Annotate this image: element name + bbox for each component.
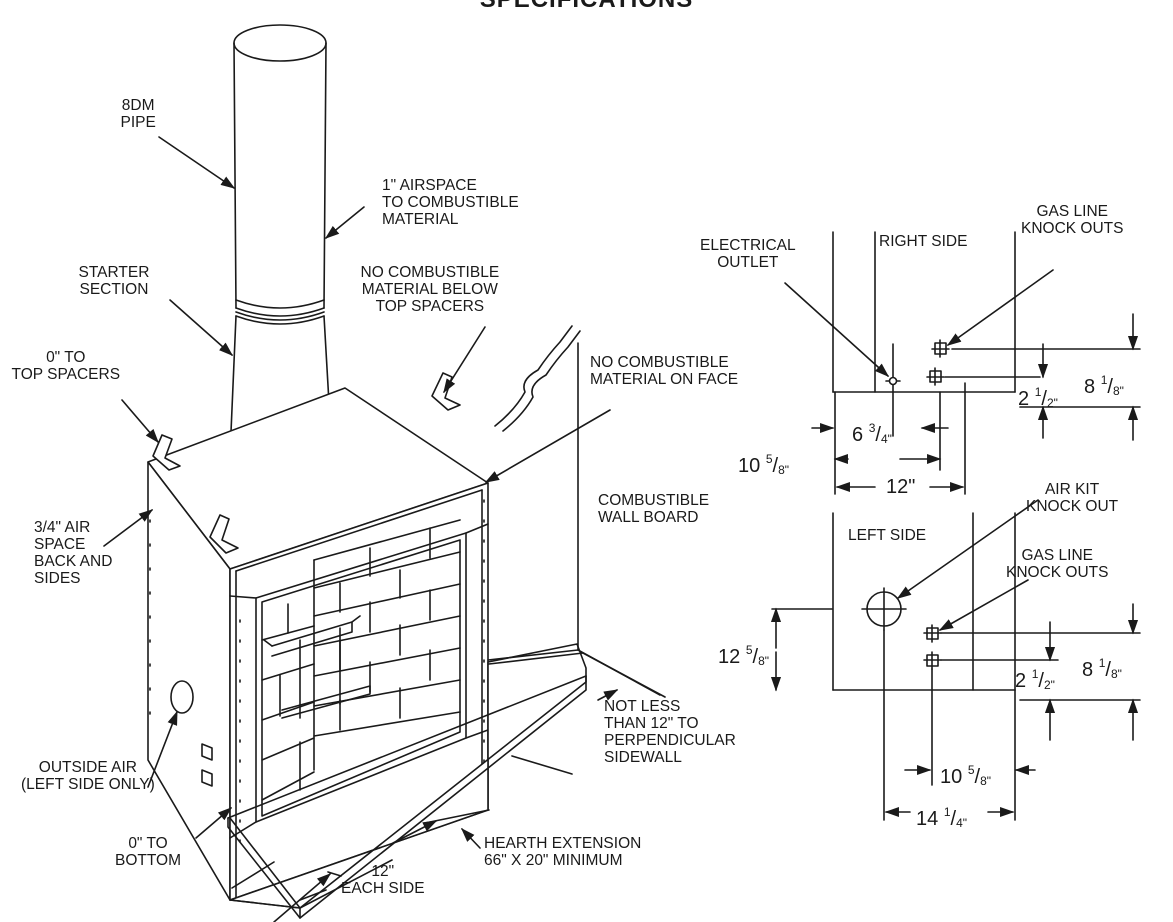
outside-air-label: OUTSIDE AIR(LEFT SIDE ONLY) [21,759,155,793]
vent-pipe [233,24,327,325]
dim-8-1-8-right: 8 1/8" [1084,373,1124,398]
dim-12-5-8-left: 12 5/8" [718,643,769,668]
hearth-extension [227,643,587,919]
dim-12-right: 12" [886,476,916,498]
diagram-title: SPECIFICATIONS [0,0,1173,14]
left-side-view [770,499,1141,821]
right-side-view [784,231,1141,495]
dim-10-5-8-left: 10 5/8" [940,763,991,788]
dim-6-3-4: 6 3/4" [852,421,892,446]
dim-14-1-4-left: 14 1/4" [916,805,967,830]
dim-8-1-8-left: 8 1/8" [1082,656,1122,681]
dim-2-1-2-right: 2 1/2" [1018,385,1058,410]
wall-board [487,325,666,698]
dim-2-1-2-left: 2 1/2" [1015,667,1055,692]
each-side-label: 12"EACH SIDE [341,863,425,897]
dim-10-5-8-right: 10 5/8" [738,452,789,477]
left-side-label: LEFT SIDE [848,527,927,544]
right-side-label: RIGHT SIDE [879,233,968,250]
leader-lines [103,136,619,922]
firebox-body [147,387,489,901]
